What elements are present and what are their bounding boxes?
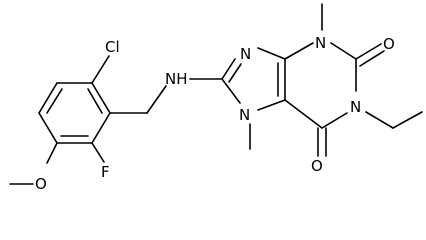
atom-label-f: F — [101, 163, 110, 181]
benzene-ring — [38, 82, 111, 144]
bond — [284, 99, 323, 129]
bond — [257, 99, 286, 111]
atom-label-n7: N — [239, 106, 250, 124]
atom-label-methoxy-o: O — [35, 175, 47, 193]
structure-drawing: Cl NH N N O N N O F O — [9, 3, 423, 193]
imidazole-ring — [221, 47, 286, 111]
bond-n1-ch2 — [365, 111, 394, 129]
molecule-diagram: Cl NH N N O N N O F O — [9, 3, 423, 193]
bond — [221, 78, 241, 104]
bond-c2-o — [355, 43, 382, 60]
bond-ch2-ch3 — [392, 111, 423, 129]
bond — [321, 112, 348, 129]
atom-label-n1: N — [350, 98, 361, 116]
bond — [91, 112, 111, 144]
pyrimidine-ring — [284, 42, 357, 129]
bond — [46, 88, 63, 114]
bond — [221, 58, 236, 80]
atom-label-n9: N — [240, 45, 251, 63]
bond — [38, 82, 58, 114]
bond-c-o-methoxy — [46, 142, 58, 164]
bond — [38, 112, 58, 144]
bond-c2-o-double — [359, 50, 385, 67]
bond-ch2-nh — [146, 85, 167, 114]
atom-label-o2: O — [383, 35, 395, 53]
atom-label-o6: O — [311, 157, 323, 175]
bond — [330, 42, 357, 60]
bond — [228, 63, 242, 83]
bond — [257, 47, 286, 60]
bond — [87, 88, 103, 114]
bond — [91, 82, 111, 114]
atom-label-cl: Cl — [105, 38, 120, 56]
atom-label-n3: N — [315, 34, 326, 52]
atom-label-nh: NH — [165, 70, 188, 88]
bond — [284, 42, 314, 60]
bond-c-cl — [91, 55, 110, 84]
bond-c-f — [91, 142, 105, 163]
